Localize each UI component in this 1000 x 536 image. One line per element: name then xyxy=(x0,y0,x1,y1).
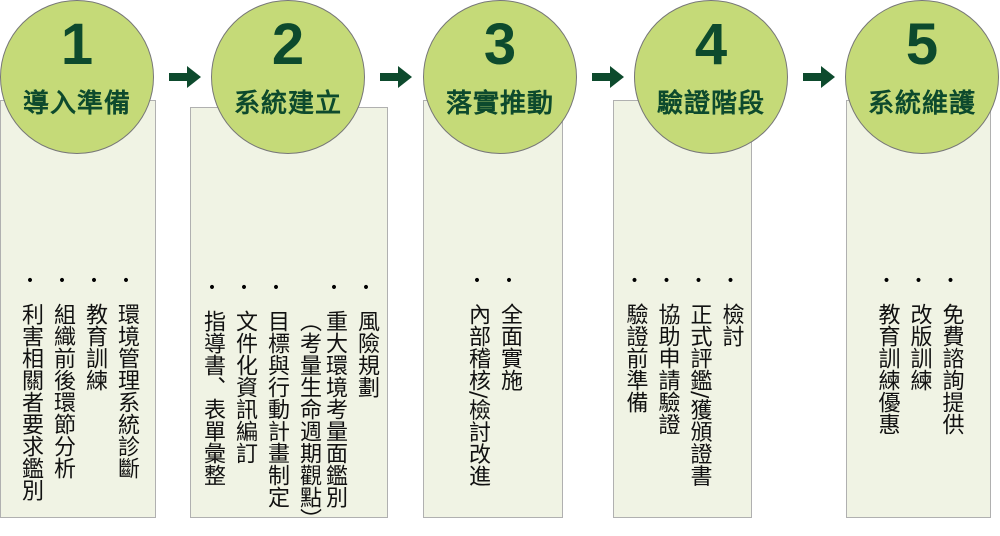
step-panel: • 全面實施 • 內部稽核/檢討改進 xyxy=(423,100,563,518)
step-item-text: 檢討 xyxy=(718,303,744,347)
step-item-text: 組織前後環節分析 xyxy=(50,303,75,479)
step-title: 導入準備 xyxy=(22,89,131,119)
step-item-text: 利害相關者要求鑑別 xyxy=(18,303,43,501)
step-panel: • 檢討 • 正式評鑑/獲頒證書 • 協助申請驗證 • 驗證前準備 xyxy=(613,100,752,518)
step-item: • 教育訓練優惠 xyxy=(874,273,900,529)
step-item-text: 教育訓練 xyxy=(82,303,107,391)
bullet-icon: • xyxy=(57,273,67,289)
arrow-right-icon xyxy=(803,66,835,88)
arrow-right-icon xyxy=(380,66,412,88)
step-number: 3 xyxy=(483,12,517,77)
step-circle: 2 系統建立 xyxy=(211,0,365,154)
step-item-list: • 風險規劃 • 重大環境考量面鑑別（考量生命週期觀點） • 目標與行動計畫制定 • 文件化資… xyxy=(191,280,387,536)
step-item-text: 風險規劃 xyxy=(354,310,379,398)
step-circle: 5 系統維護 xyxy=(845,0,999,154)
step-circle: 4 驗證階段 xyxy=(634,0,788,154)
bullet-icon: • xyxy=(694,273,703,289)
step-item: • 指導書、表單彙整 xyxy=(199,280,225,536)
step-item: • 內部稽核/檢討改進 xyxy=(464,273,490,529)
bullet-icon: • xyxy=(946,273,955,289)
step-item-list: • 環境管理系統診斷 • 教育訓練 • 組織前後環節分析 • 利害相關者要求鑑別 xyxy=(1,273,155,529)
step-item: • 環境管理系統診斷 xyxy=(113,273,139,529)
step-number: 4 xyxy=(694,12,728,77)
step-item-text: 重大環境考量面鑑別（考量生命週期觀點） xyxy=(296,310,347,530)
step-number: 2 xyxy=(271,12,305,77)
step-item-list: • 免費諮詢提供 • 改版訓練 • 教育訓練優惠 xyxy=(847,273,990,529)
bullet-icon: • xyxy=(914,273,923,289)
step-item: • 改版訓練 xyxy=(906,273,932,529)
step-circle: 3 落實推動 xyxy=(423,0,577,154)
step-item-text: 教育訓練優惠 xyxy=(874,303,900,435)
step-item-text: 改版訓練 xyxy=(906,303,932,391)
step-item: • 協助申請驗證 xyxy=(654,273,680,529)
bullet-icon: • xyxy=(504,273,514,289)
step-item-text: 正式評鑑/獲頒證書 xyxy=(686,303,712,487)
step-item: • 檢討 xyxy=(718,273,744,529)
step-panel: • 環境管理系統診斷 • 教育訓練 • 組織前後環節分析 • 利害相關者要求鑑別 xyxy=(0,100,156,518)
bullet-icon: • xyxy=(630,273,639,289)
step-title: 落實推動 xyxy=(445,89,554,119)
step-item: • 全面實施 xyxy=(496,273,522,529)
step-item-text: 目標與行動計畫制定 xyxy=(264,310,289,508)
step-item: • 重大環境考量面鑑別（考量生命週期觀點） xyxy=(295,280,347,536)
step-item-list: • 檢討 • 正式評鑑/獲頒證書 • 協助申請驗證 • 驗證前準備 xyxy=(614,273,751,529)
step-item-text: 指導書、表單彙整 xyxy=(200,310,225,486)
step-panel: • 免費諮詢提供 • 改版訓練 • 教育訓練優惠 xyxy=(846,100,991,518)
step-title: 系統建立 xyxy=(233,89,342,119)
step-item-text: 協助申請驗證 xyxy=(654,303,680,435)
step-item: • 組織前後環節分析 xyxy=(49,273,75,529)
bullet-icon: • xyxy=(271,280,281,296)
bullet-icon: • xyxy=(207,280,217,296)
bullet-icon: • xyxy=(89,273,99,289)
step-item: • 目標與行動計畫制定 xyxy=(263,280,289,536)
bullet-icon: • xyxy=(726,273,735,289)
step-item-text: 驗證前準備 xyxy=(622,303,648,413)
step-item-list: • 全面實施 • 內部稽核/檢討改進 xyxy=(424,273,562,529)
step-item: • 風險規劃 xyxy=(353,280,379,536)
step-panel: • 風險規劃 • 重大環境考量面鑑別（考量生命週期觀點） • 目標與行動計畫制定 • 文件化資… xyxy=(190,107,388,530)
step-number: 1 xyxy=(60,12,94,77)
step-item-text: 文件化資訊編訂 xyxy=(232,310,257,464)
step-item: • 驗證前準備 xyxy=(622,273,648,529)
bullet-icon: • xyxy=(121,273,131,289)
step-circle: 1 導入準備 xyxy=(0,0,154,154)
bullet-icon: • xyxy=(882,273,891,289)
step-number: 5 xyxy=(905,12,939,77)
step-item-text: 全面實施 xyxy=(497,303,522,391)
step-title: 系統維護 xyxy=(867,89,976,119)
bullet-icon: • xyxy=(361,280,371,296)
step-item: • 教育訓練 xyxy=(81,273,107,529)
arrow-right-icon xyxy=(169,66,201,88)
step-item: • 免費諮詢提供 xyxy=(938,273,964,529)
step-item: • 利害相關者要求鑑別 xyxy=(17,273,43,529)
bullet-icon: • xyxy=(25,273,35,289)
bullet-icon: • xyxy=(662,273,671,289)
bullet-icon: • xyxy=(239,280,249,296)
step-item-text: 內部稽核/檢討改進 xyxy=(465,303,490,487)
step-item: • 正式評鑑/獲頒證書 xyxy=(686,273,712,529)
bullet-icon: • xyxy=(329,280,339,296)
step-item: • 文件化資訊編訂 xyxy=(231,280,257,536)
step-item-text: 環境管理系統診斷 xyxy=(114,303,139,479)
bullet-icon: • xyxy=(472,273,482,289)
step-item-text: 免費諮詢提供 xyxy=(938,303,964,435)
arrow-right-icon xyxy=(592,66,624,88)
step-title: 驗證階段 xyxy=(656,89,765,119)
